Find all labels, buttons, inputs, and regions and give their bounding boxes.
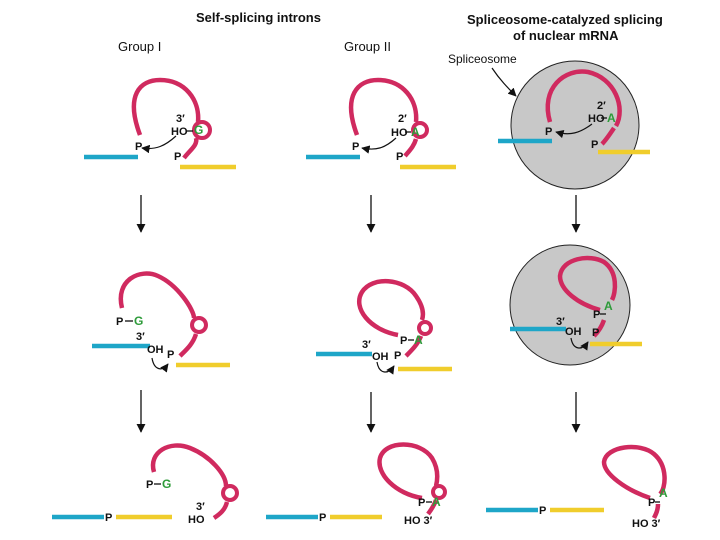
group1-step1: P P 3′ HO G (84, 77, 236, 170)
intron-bulge (190, 316, 208, 334)
header-spliceosome-line2: of nuclear mRNA (513, 28, 619, 43)
prime-label: 3′ (362, 339, 371, 351)
hydroxyl-label: HO (171, 126, 188, 138)
phosphate-label: P (396, 151, 403, 163)
hydroxyl-label: OH (372, 351, 389, 363)
intron-tail (182, 137, 199, 160)
phosphate-label: P (400, 335, 407, 347)
group1-step3: P P G 3′ HO (52, 443, 239, 526)
spliceosome-sphere (510, 60, 640, 190)
intron-lariat (357, 278, 426, 338)
spliceosome-pointer-arrow (491, 67, 517, 97)
hydroxyl-3-prime-label: HO 3′ (632, 518, 661, 530)
prime-label: 2′ (398, 113, 407, 125)
phosphate-label: P (105, 512, 112, 524)
guanosine-label: G (194, 123, 203, 137)
phosphate-label: P (116, 316, 123, 328)
intron-bulge (431, 484, 447, 500)
attack-arrow (151, 357, 169, 373)
spliceosome-step3: P P A HO 3′ (486, 444, 668, 530)
spliceosome-callout-label: Spliceosome (448, 52, 517, 66)
adenosine-label: A (411, 125, 420, 139)
intron-tail (426, 499, 439, 516)
header-spliceosome-line1: Spliceosome-catalyzed splicing (467, 12, 663, 27)
intron-bulge (221, 484, 239, 502)
intron-tail (592, 319, 607, 338)
phosphate-label: P (593, 309, 600, 321)
intron-tail (651, 503, 661, 520)
phosphate-label: P (592, 327, 599, 339)
hydroxyl-label: OH (147, 344, 164, 356)
hydroxyl-3-prime-label: HO 3′ (404, 515, 433, 527)
phosphate-label: P (394, 350, 401, 362)
intron-lariat (377, 442, 440, 501)
phosphate-label: P (418, 497, 425, 509)
intron-tail (403, 138, 419, 158)
intron-loop (118, 271, 197, 319)
phosphate-label: P (352, 141, 359, 153)
phosphate-label: P (648, 497, 655, 509)
prime-label: 3′ (176, 113, 185, 125)
adenosine-label: A (607, 111, 616, 125)
group2-step1: P P 2′ HO A (306, 77, 456, 170)
adenosine-label: A (604, 299, 613, 313)
prime-label: 3′ (196, 501, 205, 513)
attack-arrow (570, 337, 589, 351)
attack-arrow (141, 135, 177, 154)
intron-bulge (411, 121, 429, 139)
phosphate-label: P (539, 505, 546, 517)
prime-label: 3′ (136, 331, 145, 343)
phosphate-label: P (174, 151, 181, 163)
intron-lariat (601, 444, 667, 501)
adenosine-label: A (414, 333, 423, 347)
group1-step2: P G 3′ OH P (92, 271, 230, 373)
spliceosome-step1: P P 2′ HO A (498, 60, 650, 190)
attack-arrow (555, 123, 593, 139)
hydroxyl-label: OH (565, 326, 582, 338)
intron-bulge (417, 320, 433, 336)
hydroxyl-label: HO (588, 113, 605, 125)
hydroxyl-label: HO (391, 127, 408, 139)
attack-arrow (376, 361, 395, 375)
prime-label: 2′ (597, 100, 606, 112)
intron-bulge (192, 120, 212, 140)
adenosine-label: A (659, 486, 668, 500)
guanosine-label: G (134, 314, 143, 328)
hydroxyl-label: HO (188, 514, 205, 526)
phosphate-label: P (146, 479, 153, 491)
group2-step2: P A 3′ OH P (316, 278, 452, 375)
phosphate-label: P (319, 512, 326, 524)
phosphate-label: P (591, 139, 598, 151)
intron-loop (150, 443, 229, 487)
phosphate-label: P (167, 349, 174, 361)
intron-lariat (557, 255, 618, 313)
group2-step3: P P A HO 3′ (266, 442, 447, 527)
intron-loop (348, 77, 419, 136)
phosphate-label: P (545, 126, 552, 138)
header-group-2: Group II (344, 39, 391, 54)
prime-label: 3′ (556, 316, 565, 328)
header-group-1: Group I (118, 39, 162, 54)
phosphate-label: P (135, 141, 142, 153)
intron-loop (131, 77, 201, 136)
adenosine-label: A (432, 495, 441, 509)
intron-tail (600, 126, 616, 146)
attack-arrow (361, 137, 397, 154)
intron-tail (178, 333, 199, 358)
guanosine-label: G (162, 477, 171, 491)
intron-tail (212, 501, 230, 520)
intron-loop (545, 69, 622, 128)
header-self-splicing-introns: Self-splicing introns (196, 10, 321, 25)
spliceosome-sphere (509, 244, 631, 366)
spliceosome-step2: P A 3′ OH P (509, 244, 642, 366)
intron-tail (404, 335, 424, 358)
